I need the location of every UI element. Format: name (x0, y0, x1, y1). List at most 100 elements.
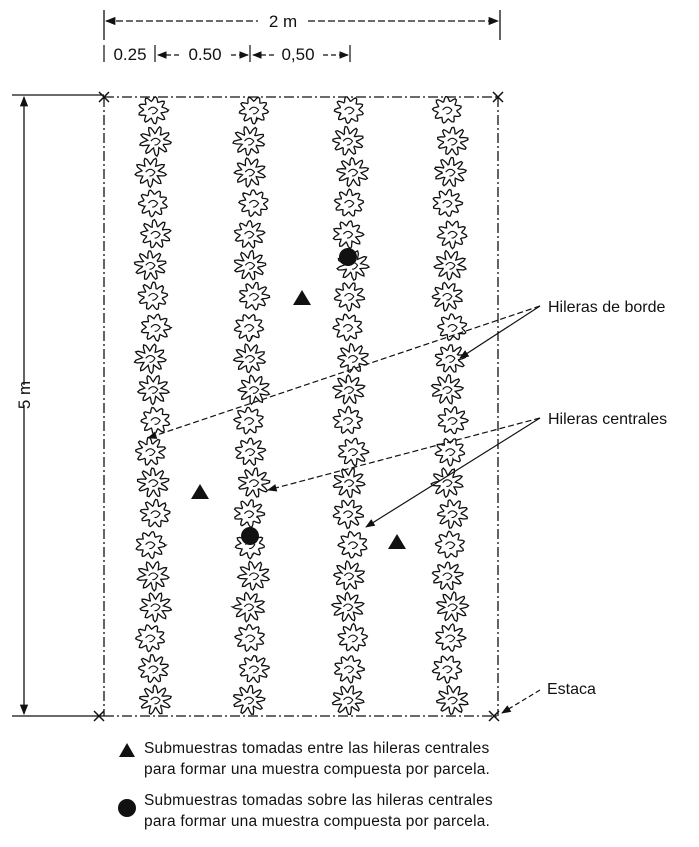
width-dimension: 2 m (104, 10, 500, 40)
plant-icon (333, 314, 362, 341)
legend-triangle: Submuestras tomadas entre las hileras ce… (110, 738, 490, 780)
plant-icon (334, 283, 364, 311)
plant-icon (235, 500, 265, 527)
plant-icon (437, 686, 468, 715)
plant-icon (240, 656, 270, 683)
legend-circle: Submuestras tomadas sobre las hileras ce… (110, 790, 493, 832)
plant-icon (435, 345, 466, 373)
border-rows-label: Hileras de borde (548, 299, 666, 316)
plant-icon (236, 438, 266, 465)
plant-icon (333, 500, 363, 528)
plant-icon (138, 282, 167, 309)
circle-marker-icon (117, 798, 137, 818)
width-label: 2 m (269, 12, 297, 31)
plant-icon (140, 593, 171, 622)
legend-circle-line-2: para formar una muestra compuesta por pa… (144, 811, 493, 832)
legend-circle-text: Submuestras tomadas sobre las hileras ce… (144, 790, 493, 832)
plant-icon (432, 283, 462, 311)
plant-icon (435, 439, 464, 466)
plant-icon (432, 375, 464, 404)
plant-icon (135, 158, 166, 187)
plant-icon (234, 344, 266, 373)
plant-icon (238, 561, 270, 590)
plant-icon (437, 221, 467, 249)
plant-icon (434, 251, 466, 280)
plant-icon (334, 97, 363, 124)
plant-icon (137, 562, 169, 591)
plant-icon (332, 592, 364, 621)
plant-icon (234, 407, 263, 433)
plant-icon (339, 438, 369, 465)
plot-boundary (104, 97, 498, 716)
plant-icon (233, 593, 265, 622)
plant-icon (139, 97, 169, 124)
plant-icon (139, 655, 169, 683)
plant-rows (135, 97, 469, 715)
plant-icon (234, 158, 266, 187)
plant-icon (239, 468, 270, 497)
plant-icon (235, 315, 264, 342)
plant-icon (333, 406, 362, 433)
height-label: 5 m (15, 381, 34, 409)
center-rows-label: Hileras centrales (548, 411, 667, 428)
plant-icon (338, 532, 367, 559)
plant-icon (140, 685, 172, 714)
triangle-marker-icon (293, 290, 311, 305)
plant-icon (333, 469, 365, 498)
plant-icon (239, 97, 268, 124)
plant-icon (335, 656, 365, 683)
plant-icon (433, 189, 462, 216)
plant-icon (436, 624, 466, 651)
plant-icon (338, 344, 368, 373)
circle-marker-icon (339, 248, 357, 266)
triangle-marker-icon (191, 484, 209, 499)
plant-icon (240, 283, 270, 310)
plant-icon (438, 127, 468, 155)
plant-icon (432, 656, 461, 683)
spacing-label-3: 0,50 (281, 45, 314, 64)
spacing-label-1: 0.25 (113, 45, 146, 64)
legend-triangle-line-1: Submuestras tomadas entre las hileras ce… (144, 738, 490, 759)
plant-icon (235, 251, 266, 280)
legend-triangle-text: Submuestras tomadas entre las hileras ce… (144, 738, 490, 780)
plant-icon (233, 127, 264, 155)
stake-label: Estaca (547, 681, 596, 698)
plant-icon (438, 314, 467, 341)
plant-icon (334, 561, 364, 590)
plant-icon (235, 221, 265, 248)
spacing-dimension: 0.25 0.50 0,50 (104, 45, 350, 64)
plant-icon (138, 468, 169, 497)
plant-icon (433, 97, 462, 123)
legend-triangle-line-2: para formar una muestra compuesta por pa… (144, 759, 490, 780)
triangle-marker-icon (388, 534, 406, 549)
plant-icon (135, 344, 167, 373)
height-dimension: 5 m (12, 95, 104, 716)
plant-icon (141, 220, 171, 248)
plant-icon (136, 437, 166, 465)
legend-circle-line-1: Submuestras tomadas sobre las hileras ce… (144, 790, 493, 811)
plant-icon (136, 625, 165, 652)
plant-icon (333, 127, 363, 155)
plant-icon (437, 500, 467, 528)
plant-icon (238, 375, 270, 404)
sample-markers (191, 248, 406, 549)
plant-icon (138, 376, 169, 405)
plant-icon (140, 499, 169, 526)
plant-icon (239, 190, 268, 216)
triangle-marker-icon (118, 742, 136, 758)
plant-icon (338, 624, 367, 651)
plant-icon (333, 375, 365, 404)
plant-icon (235, 625, 264, 652)
plant-icon (136, 532, 166, 559)
plant-icon (142, 314, 172, 341)
plant-icon (135, 251, 166, 279)
spacing-label-2: 0.50 (188, 45, 221, 64)
plant-icon (234, 686, 265, 715)
plant-icon (435, 158, 466, 187)
plant-icon (140, 127, 171, 156)
circle-marker-icon (241, 527, 259, 545)
plant-icon (436, 531, 465, 558)
plant-icon (337, 158, 369, 187)
plant-icon (437, 592, 469, 621)
